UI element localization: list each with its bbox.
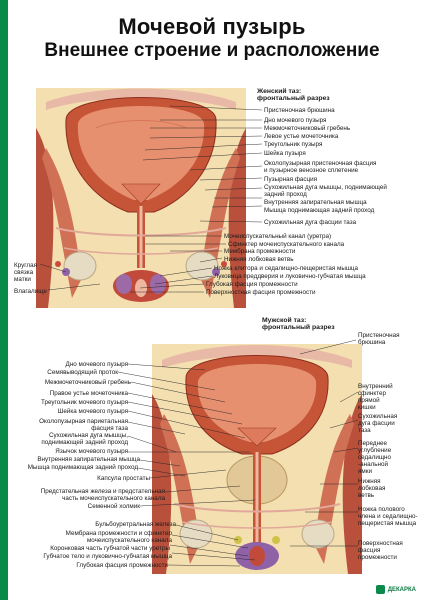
male-label-right: седалищно bbox=[358, 454, 392, 461]
male-label-right: ямки bbox=[358, 468, 373, 475]
female-label: Треугольник пузыря bbox=[264, 141, 323, 148]
female-heading-line-1: Женский таз: bbox=[257, 88, 302, 95]
male-label: Семявыводящий проток bbox=[47, 369, 118, 376]
female-label: и пузырное венозное сплетение bbox=[264, 167, 359, 174]
male-label-right: Внутренний bbox=[358, 383, 393, 390]
male-label-right: кишки bbox=[358, 404, 376, 411]
male-label-right: дуга фасции bbox=[358, 420, 395, 427]
male-label-right: таза bbox=[358, 427, 371, 434]
female-label: Нижняя лобковая ветвь bbox=[224, 256, 294, 263]
male-label-right: Переднее bbox=[358, 440, 388, 447]
male-label-right: углубление bbox=[358, 447, 392, 454]
male-label: Предстательная железа и предстательная bbox=[40, 488, 165, 495]
male-pelvis-illustration bbox=[152, 344, 362, 574]
male-label-right: -анальной bbox=[358, 461, 389, 468]
male-label: Мышца поднимающая задний проход bbox=[27, 464, 138, 471]
female-label: задний проход bbox=[264, 191, 307, 198]
female-label: Околопузырная пристеночная фасция bbox=[264, 160, 377, 167]
male-label-right: фасция bbox=[358, 547, 381, 554]
female-label-left: связка bbox=[14, 269, 34, 276]
male-label-right: лобковая bbox=[358, 485, 386, 492]
male-label: мочеиспускательного канала bbox=[86, 537, 172, 544]
publisher-logo-text: ДЕКАРКА bbox=[387, 586, 416, 593]
male-label-right: Поверхностная bbox=[358, 540, 403, 547]
female-label: Мышца поднимающая задний проход bbox=[264, 207, 375, 214]
male-label: поднимающей задний проход bbox=[41, 439, 128, 446]
female-label: Сфинктер мочеиспускательного канала bbox=[228, 241, 345, 248]
title-line-1: Мочевой пузырь bbox=[118, 14, 306, 39]
male-label: Глубокая фасция промежности bbox=[76, 562, 168, 569]
male-label-right: промежности bbox=[358, 554, 397, 561]
male-label: Коронковая часть губчатой части уретры bbox=[50, 545, 170, 552]
male-label-right: прямой bbox=[358, 397, 380, 404]
female-label: Мембрана промежности bbox=[224, 248, 296, 255]
male-label-right: Ножка полового bbox=[358, 506, 405, 513]
male-heading-line-1: Мужской таз: bbox=[262, 317, 307, 324]
female-label: Шейка пузыря bbox=[264, 150, 306, 157]
female-label: Глубокая фасция промежности bbox=[206, 281, 298, 288]
female-label: Сухожильная дуга мышцы, поднимающей bbox=[264, 184, 387, 191]
male-label-right: ветвь bbox=[358, 492, 375, 499]
male-label: Губчатое тело и луковично-губчатая мышца bbox=[43, 553, 172, 560]
female-label: Луковица преддверия и луковично-губчатая… bbox=[214, 273, 366, 280]
male-label: Межмочеточниковый гребень bbox=[44, 379, 131, 386]
poster-edge-stripe bbox=[0, 0, 8, 600]
female-label: Внутренняя запирательная мышца bbox=[264, 199, 367, 206]
female-label-left: Влагалище bbox=[14, 288, 47, 295]
male-label-right: сфинктер bbox=[358, 390, 386, 397]
male-label: Правое устье мочеточника bbox=[49, 390, 128, 397]
female-label-left: Круглая bbox=[14, 262, 37, 269]
male-label: Семенной холмик bbox=[87, 503, 140, 510]
male-label: Мембрана промежности и сфинктер bbox=[65, 530, 172, 537]
male-label-right: Сухожильная bbox=[358, 413, 398, 420]
publisher-logo-icon bbox=[375, 585, 385, 594]
male-label-right: пещеристая мышца bbox=[358, 520, 417, 527]
female-label: Дно мочевого пузыря bbox=[264, 117, 327, 124]
female-label: Поверхностная фасция промежности bbox=[206, 289, 316, 296]
female-label-left: матки bbox=[14, 276, 31, 283]
male-label-right: Нижняя bbox=[358, 478, 381, 485]
male-label: Язычок мочевого пузыря bbox=[55, 448, 128, 455]
male-label: Сухожильная дуга мышцы, bbox=[48, 432, 128, 439]
title-line-2: Внешнее строение и расположение bbox=[44, 40, 380, 61]
female-label: Сухожильная дуга фасции таза bbox=[264, 219, 357, 226]
female-label: Левое устье мочеточника bbox=[264, 133, 339, 140]
female-heading-line-2: фронтальный разрез bbox=[257, 95, 330, 102]
publisher-logo: ДЕКАРКА bbox=[375, 585, 416, 594]
male-label: Треугольник мочевого пузыря bbox=[40, 399, 128, 406]
male-label: фасция таза bbox=[91, 425, 128, 432]
male-heading-line-2: фронтальный разрез bbox=[262, 324, 335, 331]
male-label-right: Пристеночная bbox=[358, 332, 400, 339]
female-label: Ножка клитора и седалищно-пещеристая мыш… bbox=[214, 265, 359, 272]
female-label: Пузырная фасция bbox=[264, 176, 318, 183]
male-label-right: члена и седалищно- bbox=[358, 513, 418, 520]
male-label: Бульбоуретральная железа bbox=[95, 521, 176, 528]
female-label: Мочеиспускательный канал (уретра) bbox=[224, 233, 332, 240]
male-label: Околопузырная париетальная bbox=[39, 418, 128, 425]
male-label: Внутренняя запирательная мышца bbox=[37, 456, 140, 463]
male-label: Дно мочевого пузыря bbox=[65, 361, 128, 368]
male-label: Шейка мочевого пузыря bbox=[57, 408, 128, 415]
female-label: Пристеночная брюшина bbox=[264, 107, 335, 114]
male-label: часть мочеиспускательного канала bbox=[62, 495, 165, 502]
male-label-right: брюшина bbox=[358, 339, 386, 346]
female-label: Межмочеточниковый гребень bbox=[264, 125, 351, 132]
male-label: Капсула простаты bbox=[97, 475, 150, 482]
poster-title: Мочевой пузырь Внешнее строение и распол… bbox=[0, 14, 424, 62]
